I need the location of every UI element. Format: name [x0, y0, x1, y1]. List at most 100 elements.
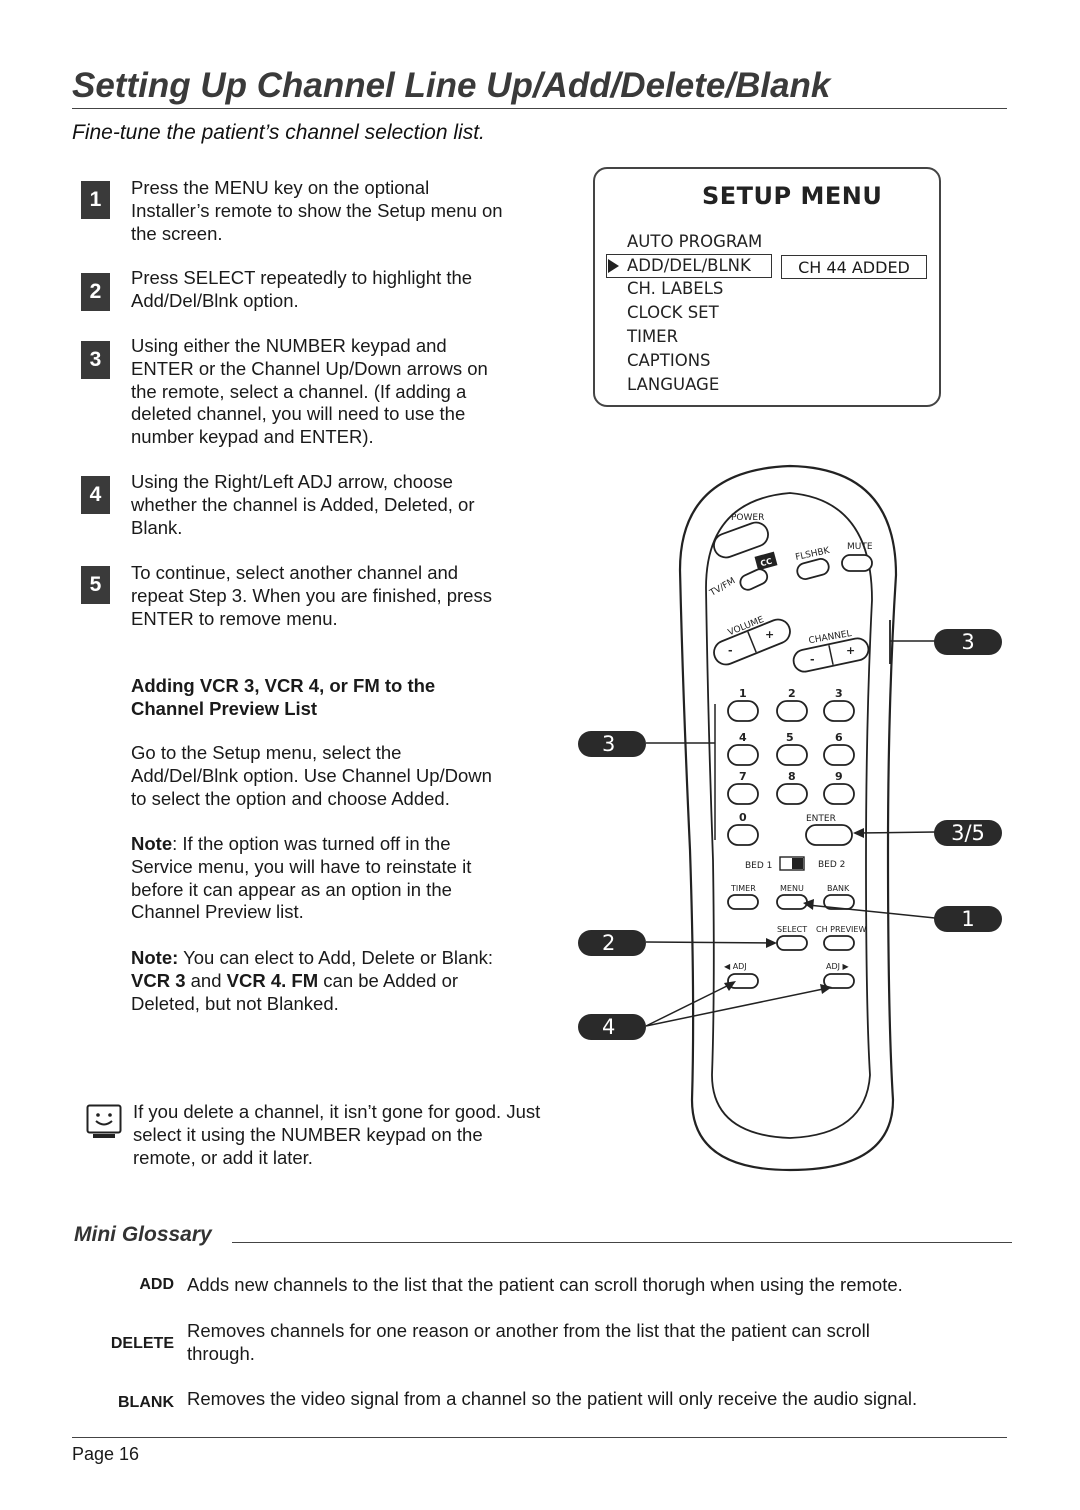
digit-8-button[interactable]	[776, 783, 808, 805]
menu-item-add-del-blnk[interactable]: ADD/DEL/BLNK	[627, 256, 751, 275]
tip-line: remote, or add it later.	[133, 1146, 313, 1168]
menu-item-clock-set[interactable]: CLOCK SET	[627, 303, 719, 322]
timer-button[interactable]	[727, 894, 759, 910]
step-3-text: Using either the NUMBER keypad and ENTER…	[131, 335, 488, 449]
step-3-line: the remote, select a channel. (If adding…	[131, 380, 467, 402]
digit-3-button[interactable]	[823, 700, 855, 722]
step-5-line: To continue, select another channel and	[131, 562, 459, 583]
remote-outline	[678, 464, 898, 1172]
digit-4-button[interactable]	[727, 744, 759, 766]
step-2-text: Press SELECT repeatedly to highlight the…	[131, 267, 472, 313]
select-button[interactable]	[776, 935, 808, 951]
digit-5-button[interactable]	[776, 744, 808, 766]
volume-divider	[747, 631, 757, 653]
bank-button[interactable]	[823, 894, 855, 910]
glossary-def-blank: Removes the video signal from a channel …	[187, 1388, 917, 1411]
step-3-number: 3	[81, 341, 110, 379]
adj-right-leader-line	[645, 987, 829, 1027]
callout-keypad-3: 3	[578, 731, 646, 757]
note-1-line: : If the option was turned off in the	[172, 833, 451, 854]
page-number: Page 16	[72, 1444, 140, 1464]
note-2-label: Note:	[131, 947, 179, 968]
flashback-button[interactable]	[795, 557, 830, 581]
vcr-heading-line: Channel Preview List	[131, 697, 318, 719]
digit-1-button[interactable]	[727, 700, 759, 722]
step-1-line: Installer’s remote to show the Setup men…	[131, 199, 503, 221]
menu-item-timer[interactable]: TIMER	[627, 327, 679, 346]
bank-label: BANK	[827, 884, 850, 893]
tv-fm-button[interactable]	[738, 567, 770, 592]
note-2-text: can be Added or	[318, 969, 459, 991]
step-4-line: Blank.	[131, 516, 183, 538]
channel-divider	[828, 645, 834, 665]
digit-1-label: 1	[739, 687, 747, 700]
step-2-line: Press SELECT repeatedly to highlight the	[131, 267, 473, 288]
step-2-line: Add/Del/Blnk option.	[131, 289, 299, 311]
channel-status-box: CH 44 ADDED	[781, 255, 927, 279]
digit-7-button[interactable]	[727, 783, 759, 805]
adj-right-button[interactable]	[823, 973, 855, 989]
tip-text: If you delete a channel, it isn’t gone f…	[133, 1101, 540, 1169]
enter-label: ENTER	[806, 814, 836, 824]
menu-leader-line	[807, 904, 936, 919]
callout-select-2: 2	[578, 930, 646, 956]
menu-label: MENU	[780, 884, 804, 893]
page-title: Setting Up Channel Line Up/Add/Delete/Bl…	[72, 66, 831, 105]
step-1-text: Press the MENU key on the optional Insta…	[131, 177, 503, 245]
digit-0-button[interactable]	[727, 824, 759, 846]
glossary-term-blank: BLANK	[118, 1394, 174, 1411]
tip-line: If you delete a channel, it isn’t gone f…	[133, 1101, 541, 1122]
glossary-def-line: through.	[187, 1342, 255, 1364]
page-subtitle: Fine-tune the patient’s channel selectio…	[72, 121, 485, 144]
note-1-line: Channel Preview list.	[131, 901, 304, 923]
digit-2-button[interactable]	[776, 700, 808, 722]
menu-arrowhead-icon	[803, 899, 814, 910]
glossary-rule	[232, 1242, 1012, 1243]
digit-3-label: 3	[835, 687, 843, 700]
step-3-line: number keypad and ENTER).	[131, 426, 374, 448]
adj-right-label: ADJ ▶	[826, 962, 850, 971]
glossary-def-line: Removes channels for one reason or anoth…	[187, 1320, 870, 1341]
digit-7-label: 7	[739, 770, 747, 783]
vcr-body-line: Add/Del/Blnk option. Use Channel Up/Down	[131, 764, 492, 786]
glossary-def-line: Adds new channels to the list that the p…	[187, 1274, 903, 1295]
menu-item-auto-program[interactable]: AUTO PROGRAM	[627, 232, 763, 251]
step-5-number: 5	[81, 566, 110, 604]
vcr-heading-line: Adding VCR 3, VCR 4, or FM to the	[131, 675, 436, 696]
enter-button[interactable]	[805, 824, 853, 846]
channel-plus-icon: +	[846, 644, 855, 657]
vcr-body-line: to select the option and choose Added.	[131, 787, 450, 809]
remote-illustration: POWER CC FLSHBK MUTE TV/FM VOLUME - + CH…	[645, 464, 936, 1172]
enter-leader-line	[856, 831, 936, 834]
cc-badge	[754, 551, 778, 571]
step-4-line: Using the Right/Left ADJ arrow, choose	[131, 471, 453, 492]
menu-item-language[interactable]: LANGUAGE	[627, 375, 720, 394]
power-label: POWER	[731, 513, 764, 523]
mute-button[interactable]	[841, 554, 873, 572]
select-arrowhead-icon	[766, 938, 777, 948]
step-5-text: To continue, select another channel and …	[131, 562, 492, 630]
adj-left-button[interactable]	[727, 973, 759, 989]
note-1-label: Note	[131, 833, 173, 854]
digit-8-label: 8	[788, 770, 796, 783]
step-3-line: deleted channel, you will need to use th…	[131, 403, 466, 425]
step-1-line: the screen.	[131, 222, 223, 244]
menu-button[interactable]	[776, 894, 808, 910]
digit-9-label: 9	[835, 770, 843, 783]
digit-2-label: 2	[788, 687, 796, 700]
tv-tip-icon	[86, 1104, 122, 1140]
channel-minus-icon: -	[810, 653, 815, 666]
digit-4-label: 4	[739, 731, 747, 744]
step-5-line: ENTER to remove menu.	[131, 607, 338, 629]
digit-6-button[interactable]	[823, 744, 855, 766]
tvfm-label: TV/FM	[707, 576, 737, 599]
menu-item-ch-labels[interactable]: CH. LABELS	[627, 279, 724, 298]
callout-channel-3: 3	[934, 629, 1002, 655]
menu-item-captions[interactable]: CAPTIONS	[627, 351, 711, 370]
power-button[interactable]	[711, 519, 772, 561]
setup-menu-screen	[593, 167, 941, 407]
vcr-section-heading: Adding VCR 3, VCR 4, or FM to the Channe…	[131, 675, 435, 721]
ch-preview-button[interactable]	[823, 935, 855, 951]
digit-9-button[interactable]	[823, 783, 855, 805]
callout-adj-4: 4	[578, 1014, 646, 1040]
